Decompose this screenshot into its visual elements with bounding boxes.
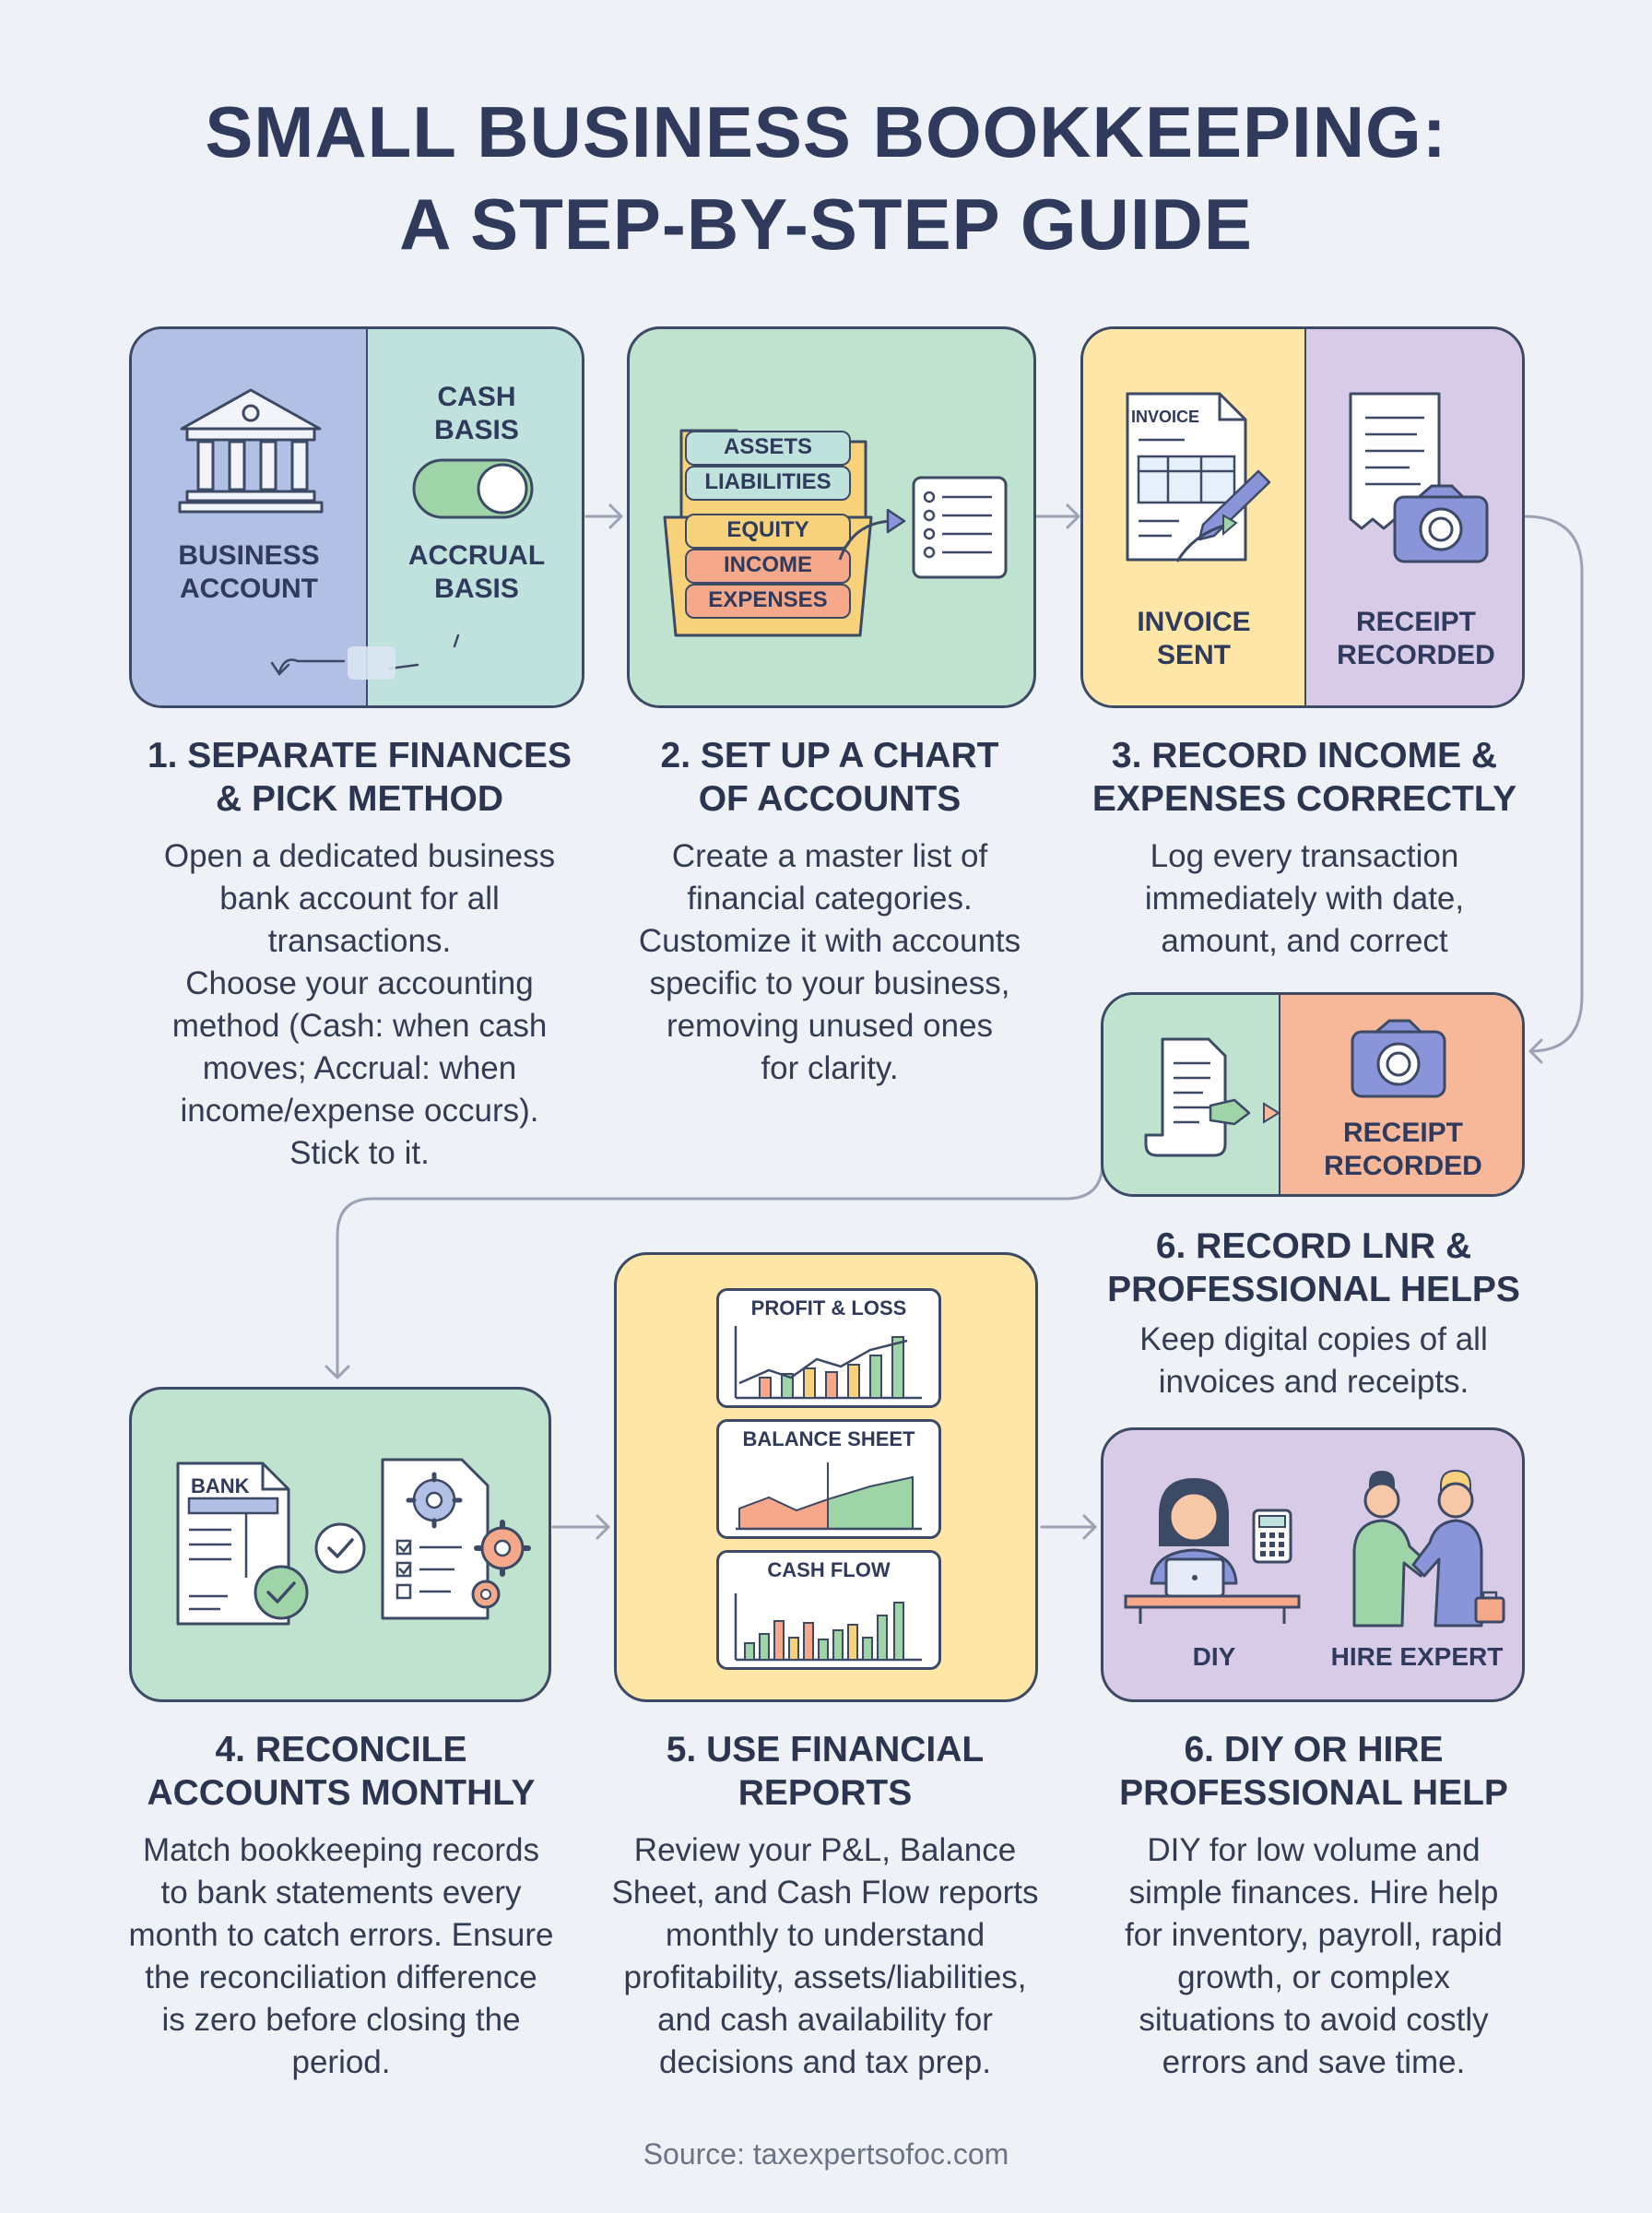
invoice-tag: INVOICE bbox=[1131, 408, 1200, 426]
check-icon bbox=[314, 1522, 366, 1574]
step6-card: DIY HIRE EXPERT bbox=[1101, 1427, 1525, 1702]
folder-tab-expenses: EXPENSES bbox=[685, 584, 851, 619]
step1-body: Open a dedicated business bank account f… bbox=[163, 838, 556, 1171]
toggle-switch[interactable] bbox=[412, 458, 541, 523]
page-title-line2: A STEP-BY-STEP GUIDE bbox=[399, 183, 1253, 265]
curved-arrow-icon bbox=[838, 508, 906, 561]
report-title-pl: PROFIT & LOSS bbox=[750, 1296, 907, 1320]
bar-chart-icon bbox=[734, 1326, 922, 1400]
step2-title: 2. SET UP A CHART OF ACCOUNTS bbox=[660, 736, 999, 819]
step1-card: BUSINESS ACCOUNT CASH BASIS ACCRUAL BASI… bbox=[129, 326, 584, 708]
bar-chart-icon bbox=[734, 1593, 922, 1662]
cash-basis-label: CASH BASIS bbox=[434, 382, 519, 445]
report-profit-loss: PROFIT & LOSS bbox=[716, 1288, 941, 1408]
step2-card: ASSETS LIABILITIES EQUITY INCOME EXPENSE… bbox=[627, 326, 1036, 708]
business-account-label: BUSINESS ACCOUNT bbox=[178, 540, 320, 604]
step3-body: Log every transaction immediately with d… bbox=[1144, 838, 1465, 959]
folder-tab-income: INCOME bbox=[685, 549, 851, 584]
step4-title: 4. RECONCILE ACCOUNTS MONTHLY bbox=[147, 1730, 536, 1813]
accrual-basis-label: ACCRUAL BASIS bbox=[407, 540, 546, 604]
folder-tab-liabilities: LIABILITIES bbox=[685, 466, 851, 501]
step5-title: 5. USE FINANCIAL REPORTS bbox=[666, 1730, 985, 1813]
step5-card: PROFIT & LOSS BALANCE SHEET bbox=[614, 1252, 1038, 1702]
page-title-line1: SMALL BUSINESS BOOKKEEPING: bbox=[205, 91, 1447, 172]
invoice-icon bbox=[1126, 392, 1271, 562]
folder-tab-assets: ASSETS bbox=[685, 431, 851, 466]
camera-icon bbox=[1351, 1019, 1446, 1098]
camera-icon bbox=[1393, 484, 1489, 563]
document-icon bbox=[1144, 1037, 1280, 1157]
bank-statement-icon bbox=[176, 1462, 309, 1626]
receipt-recorded-label-2: RECEIPT RECORDED bbox=[1324, 1118, 1482, 1181]
bank-tag: BANK bbox=[191, 1474, 250, 1497]
bank-icon bbox=[178, 388, 324, 514]
report-title-cf: CASH FLOW bbox=[767, 1558, 891, 1581]
report-balance-sheet: BALANCE SHEET bbox=[716, 1419, 941, 1539]
step1-title: 1. SEPARATE FINANCES & PICK METHOD bbox=[147, 736, 572, 819]
step6a-body: Keep digital copies of all invoices and … bbox=[1139, 1321, 1488, 1400]
area-chart-icon bbox=[736, 1462, 922, 1531]
step3-card: INVOICE INVOICE SENT RECEIPT RECORDED bbox=[1080, 326, 1525, 708]
step6a-card: RECEIPT RECORDED bbox=[1101, 992, 1525, 1197]
step2-body: Create a master list of financial catego… bbox=[638, 838, 1021, 1086]
person-laptop-icon bbox=[1124, 1478, 1301, 1624]
step6-title: 6. DIY OR HIRE PROFESSIONAL HELP bbox=[1119, 1730, 1508, 1813]
diy-label: DIY bbox=[1192, 1642, 1236, 1671]
source-credit: Source: taxexpertsofoc.com bbox=[643, 2137, 1009, 2171]
step4-card: BANK bbox=[129, 1387, 551, 1702]
step4-body: Match bookkeeping records to bank statem… bbox=[128, 1832, 554, 2080]
step5-body: Review your P&L, Balance Sheet, and Cash… bbox=[611, 1832, 1039, 2080]
folder-tab-equity: EQUITY bbox=[685, 514, 851, 549]
gear-icon bbox=[381, 1458, 531, 1620]
report-cash-flow: CASH FLOW bbox=[716, 1550, 941, 1670]
step6a-title: 6. RECORD LNR & PROFESSIONAL HELPS bbox=[1107, 1226, 1520, 1309]
handshake-icon bbox=[1352, 1469, 1505, 1627]
invoice-sent-label: INVOICE SENT bbox=[1137, 607, 1251, 670]
receipt-recorded-label: RECEIPT RECORDED bbox=[1337, 607, 1495, 670]
hire-expert-label: HIRE EXPERT bbox=[1330, 1642, 1504, 1671]
report-title-bs: BALANCE SHEET bbox=[742, 1427, 915, 1450]
checklist-icon bbox=[912, 476, 1008, 579]
step6-body: DIY for low volume and simple finances. … bbox=[1125, 1832, 1503, 2080]
arrow-scribble bbox=[270, 633, 460, 680]
calculator-icon bbox=[1252, 1509, 1292, 1564]
step3-title: 3. RECORD INCOME & EXPENSES CORRECTLY bbox=[1092, 736, 1517, 819]
